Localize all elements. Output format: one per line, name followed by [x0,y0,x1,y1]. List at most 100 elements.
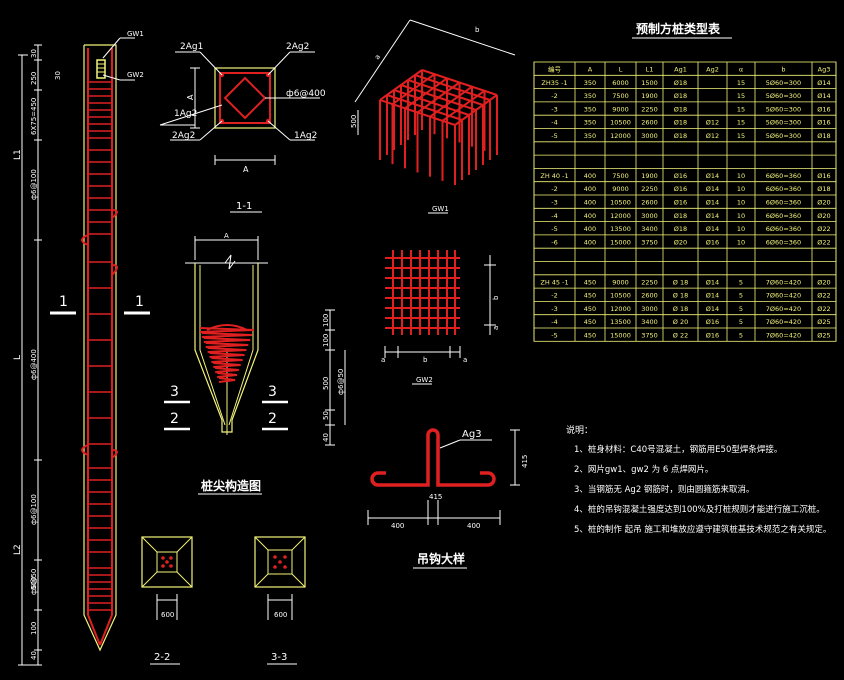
note-2: 2、网片gw1、gw2 为 6 点焊网片。 [574,464,713,475]
table-title: 预制方桩类型表 [636,21,721,36]
tip-dim-100a: 100 [322,314,330,327]
tip-dim-a: A [224,232,229,240]
table-cell: Ø16 [817,172,830,180]
table-cell: 1500 [641,79,658,87]
tip-spiral-bar [201,332,253,338]
tip-spiral-bar [209,352,245,358]
table-cell: Ø14 [706,199,719,207]
table-cell: 10500 [610,119,631,127]
table-cell: Ø16 [706,332,719,340]
label-2ag2-tr: 2Ag2 [286,42,309,52]
table-cell: 350 [584,119,596,127]
table-cell: 400 [584,172,596,180]
table-header-cell: L [619,66,623,74]
tip-spiral-bar [203,337,251,343]
tip-spiral-bar [199,327,255,333]
dim-phi6-100-top: ф6@100 [30,169,38,200]
table-cell: Ø14 [706,278,719,286]
table-cell: 7Ø60=420 [766,305,801,313]
table-header-cell: 编号 [548,65,562,74]
table-cell: Ø18 [674,79,687,87]
tip-marker-3-left: 3 [170,384,179,400]
table-cell: ZH 40 -1 [540,172,568,180]
table-cell: 12000 [610,212,631,220]
title-3-3: 3-3 [271,652,287,663]
table-cell: 3750 [641,332,658,340]
gw2-label: GW2 [127,71,144,79]
table-cell: Ø20 [674,238,687,246]
table-cell: -3 [551,199,557,207]
table-cell: -6 [551,238,557,246]
table-cell: Ø18 [674,105,687,113]
title-2-2: 2-2 [154,652,170,663]
table-cell: 2250 [641,278,658,286]
hook-dim-vert: 415 [521,455,529,468]
table-cell: 10 [737,172,745,180]
tip-spiral-bar [205,342,249,348]
table-cell: Ø18 [817,132,830,140]
table-cell: Ø16 [674,185,687,193]
table-cell: Ø25 [817,332,830,340]
table-cell: -5 [551,225,557,233]
table-cell: Ø18 [674,212,687,220]
hook-dim-415: 415 [429,493,442,501]
dim-l: L [13,355,23,360]
table-cell: 15 [737,79,745,87]
note-1: 1、桩身材料：C40号混凝土，钢筋用E50型焊条焊接。 [574,444,782,455]
table-cell: Ø16 [674,172,687,180]
table-cell: 3400 [641,225,658,233]
table-cell: Ø25 [817,318,830,326]
tip-dim-50: 50 [322,411,330,420]
s22-dim-600: 600 [161,611,174,619]
table-cell: Ø14 [706,172,719,180]
table-cell: 3000 [641,305,658,313]
cage-bar [414,74,491,101]
pile-tip-detail: A 3 2 3 2 100 100 500 50 40 ф6@50 桩尖构造图 [164,232,346,495]
dim-100-left: 100 [30,622,38,635]
table-cell: 6Ø60=360 [766,225,801,233]
table-cell: Ø14 [706,185,719,193]
table-cell: Ø12 [706,132,719,140]
gw1-label: GW1 [127,30,144,38]
table-cell: 6000 [612,79,629,87]
table-cell: Ø 18 [673,305,688,313]
section-1-1: 2Ag1 2Ag2 1Ag2 2Ag2 1Ag2 ф6@400 A A 1-1 [159,42,326,213]
table-cell: -5 [551,132,557,140]
table-cell: Ø14 [706,212,719,220]
dim-a-sec11: A [243,165,249,174]
pile-elevation: L L1 L2 30 250 6X75=450 ф6@100 ф6@400 ф6… [13,30,150,666]
table-cell: -2 [551,92,557,100]
section-marker-1-left: 1 [59,294,68,310]
tip-dim-phi6-50: ф6@50 [337,369,345,395]
table-cell: -3 [551,105,557,113]
tip-spiral-bar [215,367,239,373]
table-cell: 7500 [612,172,629,180]
table-cell: 10500 [610,292,631,300]
table-cell: Ø16 [706,318,719,326]
table-cell: 9000 [612,185,629,193]
table-cell: 6Ø60=360 [766,199,801,207]
tip-marker-3-right: 3 [268,384,277,400]
cage-dim-a: a [373,53,382,61]
table-cell: 13500 [610,225,631,233]
table-cell: 12000 [610,305,631,313]
table-cell: 400 [584,238,596,246]
table-cell: -3 [551,305,557,313]
table-cell: 7500 [612,92,629,100]
tip-spiral-bar [213,362,241,368]
hook-dim-400-right: 400 [467,522,480,530]
table-cell: 10500 [610,199,631,207]
dim-phi6-400: ф6@400 [30,349,38,380]
table-cell: 5 [739,332,743,340]
table-cell: 2600 [641,292,658,300]
table-cell: Ø16 [674,199,687,207]
table-cell: 15 [737,105,745,113]
tip-dim-100b: 100 [322,334,330,347]
table-cell: 400 [584,225,596,233]
table-cell: Ø14 [706,225,719,233]
table-cell: 6Ø60=360 [766,172,801,180]
table-cell: Ø16 [817,119,830,127]
table-cell: Ø22 [817,305,830,313]
table-cell: 400 [584,212,596,220]
